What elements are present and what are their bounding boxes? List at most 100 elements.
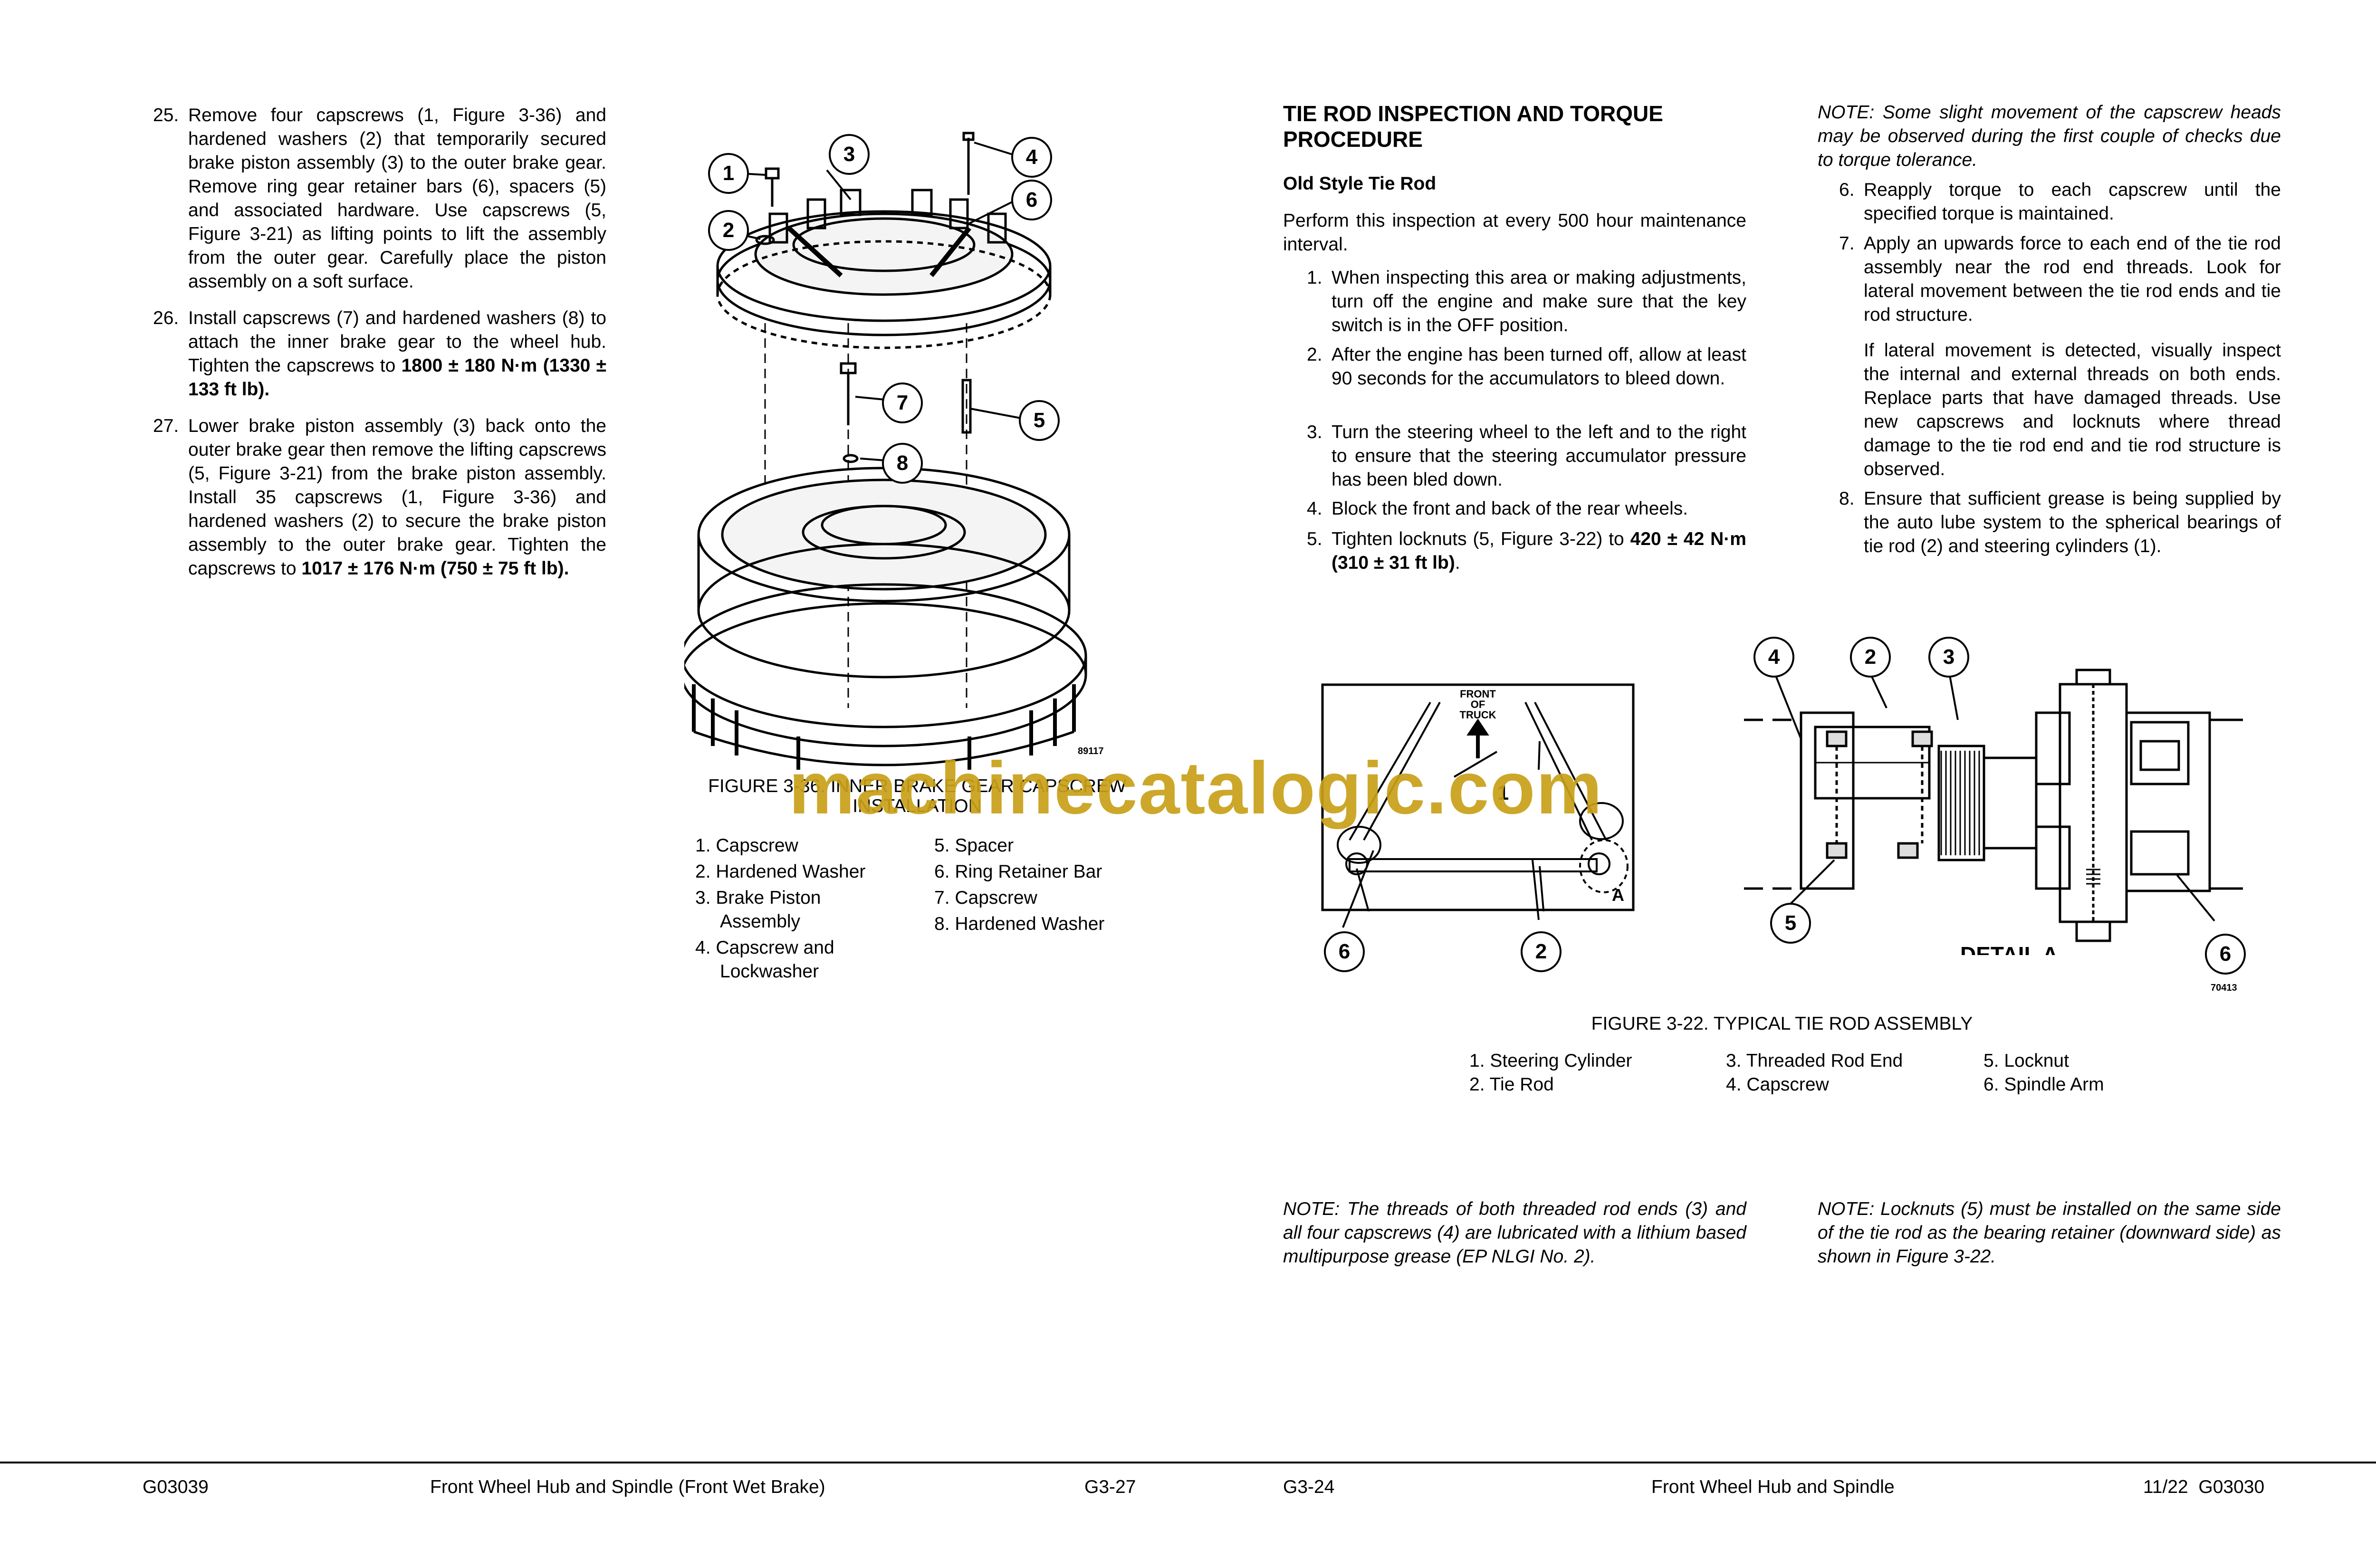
legend-item: 2. Tie Rod [1469, 1074, 1554, 1095]
footer-left-page: G3-27 [1084, 1477, 1136, 1497]
step-4: 4. Block the front and back of the rear … [1307, 497, 1746, 521]
legend-item: 4. Capscrew and [695, 937, 834, 958]
figure-number: 70413 [2211, 983, 2237, 993]
step-text: When inspecting this area or making adju… [1332, 268, 1746, 335]
step-number: 4. [1307, 498, 1322, 519]
step-27: 27. Lower brake piston assembly (3) back… [153, 414, 606, 581]
step-number: 26. [153, 308, 179, 328]
step-number: 7. [1839, 233, 1855, 254]
detail-a-label: DETAIL A [1960, 942, 2058, 955]
step-5: 5. Tighten locknuts (5, Figure 3-22) to … [1307, 527, 1746, 575]
detail-a-marker: A [1612, 885, 1624, 905]
note-torque-tolerance: NOTE: Some slight movement of the capscr… [1818, 102, 2281, 170]
callout-4: 4 [1753, 637, 1794, 678]
legend-item: 1. Steering Cylinder [1469, 1051, 1632, 1071]
callout-6: 6 [1011, 180, 1052, 220]
front-label-3: TRUCK [1460, 709, 1496, 721]
section-heading: TIE ROD INSPECTION AND TORQUE PROCEDURE [1283, 101, 1749, 152]
legend-item: 4. Capscrew [1726, 1074, 1829, 1095]
step-text: Ensure that sufficient grease is being s… [1864, 488, 2281, 556]
lateral-movement-paragraph: If lateral movement is detected, visuall… [1864, 339, 2281, 481]
legend-item: 6. Ring Retainer Bar [934, 861, 1102, 882]
footer-right-title: Front Wheel Hub and Spindle [1651, 1477, 1895, 1497]
step-7: 7. Apply an upwards force to each end of… [1839, 232, 2281, 327]
legend-item: 8. Hardened Washer [934, 914, 1105, 934]
step-number: 27. [153, 416, 179, 436]
step-6: 6. Reapply torque to each capscrew until… [1839, 178, 2281, 226]
legend-item: Lockwasher [720, 961, 819, 982]
step-2: 2. After the engine has been turned off,… [1307, 343, 1746, 391]
front-label-1: FRONT [1460, 688, 1496, 700]
legend-item: 5. Spacer [934, 835, 1014, 856]
step-26: 26. Install capscrews (7) and hardened w… [153, 306, 606, 402]
step-text: Lower brake piston assembly (3) back ont… [188, 416, 606, 579]
subheading: Old Style Tie Rod [1283, 173, 1437, 194]
footer-left-title: Front Wheel Hub and Spindle (Front Wet B… [430, 1477, 825, 1497]
brake-gear-illustration [684, 132, 1087, 770]
footer-left-code: G03039 [143, 1477, 209, 1497]
note-locknut-side: NOTE: Locknuts (5) must be installed on … [1818, 1199, 2281, 1267]
step-8: 8. Ensure that sufficient grease is bein… [1839, 487, 2281, 558]
step-1: 1. When inspecting this area or making a… [1307, 266, 1746, 337]
callout-6: 6 [2205, 934, 2246, 975]
figure-number: 89117 [1078, 746, 1104, 756]
step-text: Turn the steering wheel to the left and … [1332, 422, 1746, 490]
caption-line-2: INSTALLATION [853, 796, 982, 816]
callout-2: 2 [1850, 637, 1891, 678]
callout-7: 7 [882, 382, 923, 423]
torque-spec: 1017 ± 176 N·m (750 ± 75 ft lb). [301, 558, 569, 579]
heading-line-2: PROCEDURE [1283, 127, 1423, 152]
step-3: 3. Turn the steering wheel to the left a… [1307, 421, 1746, 492]
callout-3: 3 [829, 134, 870, 175]
footer-right-code: 11/22 G03030 [2143, 1477, 2265, 1497]
callout-5: 5 [1770, 903, 1811, 944]
torque-spec: 420 ± 42 N·m (310 ± 31 ft lb) [1332, 529, 1746, 573]
intro-paragraph: Perform this inspection at every 500 hou… [1283, 210, 1746, 255]
figure-caption: FIGURE 3-36. INNER BRAKE GEAR CAPSCREW I… [632, 774, 1202, 818]
legend-item: 7. Capscrew [934, 888, 1037, 908]
callout-3: 3 [1928, 637, 1969, 678]
step-number: 5. [1307, 529, 1322, 549]
step-number: 6. [1839, 180, 1855, 200]
legend-item: 6. Spindle Arm [1983, 1074, 2104, 1095]
legend-item: 3. Brake Piston [695, 888, 821, 908]
footer-right-page: G3-24 [1283, 1477, 1335, 1497]
callout-6: 6 [1324, 931, 1365, 972]
step-text: Install capscrews (7) and hardened washe… [188, 308, 606, 376]
legend-item: 1. Capscrew [695, 835, 798, 856]
callout-5: 5 [1019, 400, 1060, 441]
step-text: Block the front and back of the rear whe… [1332, 498, 1688, 519]
watermark: machinecatalogic.com [789, 747, 1603, 830]
torque-spec: 1800 ± 180 N·m (1330 ± 133 ft lb). [188, 355, 606, 400]
footer-rule [0, 1462, 2376, 1463]
heading-line-1: TIE ROD INSPECTION AND TORQUE [1283, 101, 1663, 126]
paragraph-text: If lateral movement is detected, visuall… [1864, 340, 2281, 479]
tie-rod-detail-illustration: DETAIL A [1744, 669, 2243, 955]
legend-item: 2. Hardened Washer [695, 861, 866, 882]
step-number: 1. [1307, 268, 1322, 288]
step-25: 25. Remove four capscrews (1, Figure 3-3… [153, 104, 606, 294]
callout-2: 2 [1521, 931, 1562, 972]
step-text: After the engine has been turned off, al… [1332, 344, 1746, 389]
callout-4: 4 [1011, 137, 1052, 178]
step-text: Reapply torque to each capscrew until th… [1864, 180, 2281, 224]
legend-item: 5. Locknut [1983, 1051, 2069, 1071]
step-text: Remove four capscrews (1, Figure 3-36) a… [188, 105, 606, 292]
step-text: Apply an upwards force to each end of th… [1864, 233, 2281, 325]
step-number: 2. [1307, 344, 1322, 365]
step-text: Tighten locknuts (5, Figure 3-22) to [1332, 529, 1630, 549]
step-text-end: . [1455, 553, 1460, 573]
callout-1: 1 [708, 153, 749, 194]
legend-item: Assembly [720, 911, 801, 932]
caption-line-1: FIGURE 3-36. INNER BRAKE GEAR CAPSCREW [708, 776, 1126, 796]
callout-2: 2 [708, 210, 749, 251]
step-number: 25. [153, 105, 179, 125]
front-label-2: OF [1471, 698, 1485, 710]
figure-caption: FIGURE 3-22. TYPICAL TIE ROD ASSEMBLY [1591, 1013, 1973, 1034]
note-lubrication: NOTE: The threads of both threaded rod e… [1283, 1199, 1746, 1267]
callout-8: 8 [882, 443, 923, 484]
step-number: 3. [1307, 422, 1322, 442]
legend-item: 3. Threaded Rod End [1726, 1051, 1903, 1071]
tie-rod-overview-illustration: FRONT OF TRUCK A [1321, 683, 1635, 911]
callout-1: 1 [1497, 781, 1509, 804]
